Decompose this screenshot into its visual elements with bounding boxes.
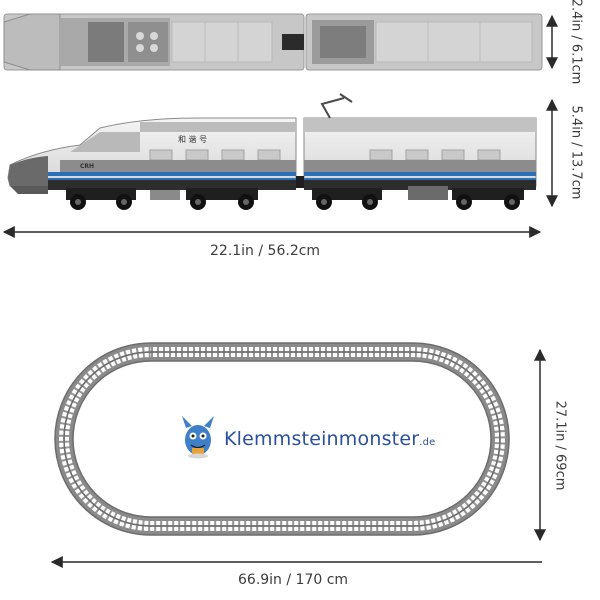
train-logo-text: CRH <box>80 163 94 170</box>
track-layout <box>54 342 510 536</box>
bogies <box>66 188 524 210</box>
monster-mascot-icon <box>182 416 214 459</box>
brand-logo: Klemmsteinmonster.de <box>224 428 436 450</box>
top-view-height-label: 2.4in / 6.1cm <box>568 0 584 85</box>
track-depth-label: 27.1in / 69cm <box>552 400 568 491</box>
train-side-view: 和 谐 号 CRH <box>7 93 537 210</box>
train-top-view <box>3 13 543 71</box>
side-view-height-label: 5.4in / 13.7cm <box>568 105 584 200</box>
brand-name: Klemmsteinmonster <box>224 428 420 450</box>
train-length-label: 22.1in / 56.2cm <box>210 243 321 259</box>
brand-tld: .de <box>419 437 436 448</box>
train-side-text: 和 谐 号 <box>178 134 207 144</box>
track-width-label: 66.9in / 170 cm <box>238 572 349 588</box>
